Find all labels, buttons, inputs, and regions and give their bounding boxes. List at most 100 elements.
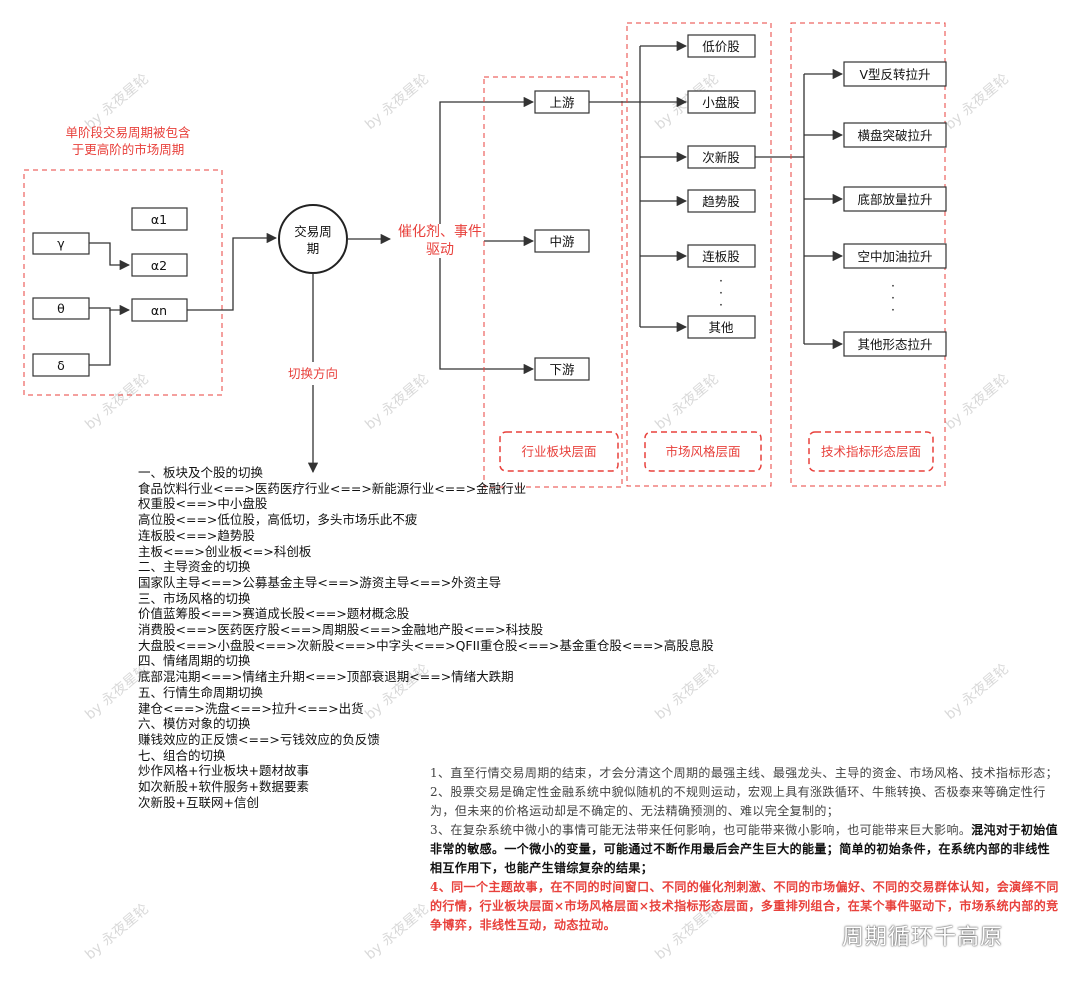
note-1: 1、直至行情交易周期的结束，才会分清这个周期的最强主线、最强龙头、主导的资金、市… bbox=[430, 766, 1059, 780]
switch-list-line: 主板<==>创业板<=>科创板 bbox=[138, 543, 312, 559]
upstream-label: 上游 bbox=[549, 95, 575, 110]
switch-list-line: 二、主导资金的切换 bbox=[138, 559, 251, 575]
notes-block: 1、直至行情交易周期的结束，才会分清这个周期的最强主线、最强龙头、主导的资金、市… bbox=[430, 764, 1060, 935]
switch-list-line: 连板股<==>趋势股 bbox=[138, 527, 255, 543]
style-layer-label: 市场风格层面 bbox=[665, 444, 740, 459]
node-volume: 底部放量拉升 bbox=[843, 186, 947, 212]
v-reversal-label: V型反转拉升 bbox=[859, 67, 930, 82]
node-delta-label: δ bbox=[57, 358, 65, 373]
wechat-icon bbox=[812, 928, 838, 947]
note-4: 4、同一个主题故事，在不同的时间窗口、不同的催化剂刺激、不同的市场偏好、不同的交… bbox=[430, 880, 1059, 932]
node-alpha2-label: α2 bbox=[151, 258, 167, 273]
tech-layer-label: 技术指标形态层面 bbox=[821, 444, 921, 459]
left-group-caption-line2: 于更高阶的市场周期 bbox=[72, 142, 185, 157]
node-theta-label: θ bbox=[57, 301, 65, 316]
switch-list-line: 如次新股+软件服务+数据要素 bbox=[138, 779, 309, 795]
node-subnew: 次新股 bbox=[687, 145, 756, 169]
node-alpha2: α2 bbox=[131, 253, 188, 277]
switch-list-line: 七、组合的切换 bbox=[138, 747, 226, 763]
node-smallcap: 小盘股 bbox=[687, 90, 756, 114]
node-alpha1-label: α1 bbox=[151, 212, 167, 227]
watermark: by 永夜星轮 bbox=[362, 371, 432, 433]
watermark: by 永夜星轮 bbox=[82, 901, 152, 963]
volume-label: 底部放量拉升 bbox=[857, 192, 932, 207]
style-layer-frame bbox=[626, 22, 772, 487]
style-ellipsis: · bbox=[719, 297, 723, 312]
node-alpha1: α1 bbox=[131, 207, 188, 231]
switch-list-line: 权重股<==>中小盘股 bbox=[138, 496, 268, 512]
switch-list-line: 炒作风格+行业板块+题材故事 bbox=[138, 763, 309, 779]
watermark: by 永夜星轮 bbox=[82, 71, 152, 133]
tech-ellipsis: · bbox=[891, 278, 895, 293]
edge-gamma-alpha2 bbox=[89, 242, 131, 271]
catalyst-label-line1: 催化剂、事件 bbox=[398, 224, 482, 240]
breakout-label: 横盘突破拉升 bbox=[857, 128, 932, 143]
subnew-label: 次新股 bbox=[702, 150, 740, 165]
switch-list-line: 六、模仿对象的切换 bbox=[138, 716, 251, 732]
switch-list-line: 三、市场风格的切换 bbox=[138, 590, 251, 606]
switch-list-line: 高位股<==>低位股，高低切，多头市场乐此不疲 bbox=[138, 512, 418, 528]
midair-label: 空中加油拉升 bbox=[857, 249, 932, 264]
node-midair: 空中加油拉升 bbox=[843, 243, 947, 269]
node-gamma: γ bbox=[32, 232, 90, 255]
watermark: by 永夜星轮 bbox=[362, 901, 432, 963]
downstream-label: 下游 bbox=[549, 362, 575, 377]
trade-cycle-label-line1: 交易周 bbox=[294, 224, 332, 239]
smallcap-label: 小盘股 bbox=[702, 95, 740, 110]
edge-delta-alphan bbox=[89, 310, 111, 366]
catalyst-label-line2: 驱动 bbox=[426, 242, 454, 258]
tech-other-label: 其他形态拉升 bbox=[857, 337, 932, 352]
watermark: by 永夜星轮 bbox=[82, 371, 152, 433]
node-downstream: 下游 bbox=[534, 357, 590, 381]
switch-direction-label: 切换方向 bbox=[288, 366, 338, 381]
edge-catalyst-upstream bbox=[439, 96, 535, 224]
node-breakout: 横盘突破拉升 bbox=[843, 122, 947, 148]
watermark: by 永夜星轮 bbox=[652, 371, 722, 433]
switch-list-line: 建仓<==>洗盘<==>拉升<==>出货 bbox=[138, 700, 364, 716]
note-3-plain: 3、在复杂系统中微小的事情可能无法带来任何影响，也可能带来微小影响，也可能带来巨… bbox=[430, 823, 972, 837]
switch-list-line: 一、板块及个股的切换 bbox=[138, 465, 264, 480]
industry-layer-badge bbox=[499, 431, 619, 472]
watermark: by 永夜星轮 bbox=[362, 71, 432, 133]
note-3-bold: 混沌对于初始值非常的敏感。一个微小的变量，可能通过不断作用最后会产生巨大的能量；… bbox=[430, 823, 1059, 875]
node-gamma-label: γ bbox=[57, 236, 65, 251]
left-group-caption-line1: 单阶段交易周期被包含 bbox=[65, 125, 191, 140]
edge-theta-alphan bbox=[89, 304, 131, 316]
watermark: by 永夜星轮 bbox=[942, 371, 1012, 433]
tech-ellipsis: · bbox=[891, 290, 895, 305]
node-lowprice: 低价股 bbox=[687, 34, 756, 58]
switch-list-line: 五、行情生命周期切换 bbox=[138, 684, 264, 700]
switch-list-line: 四、情绪周期的切换 bbox=[138, 653, 251, 669]
switch-list-line: 消费股<==>医药医疗股<==>周期股<==>金融地产股<==>科技股 bbox=[138, 622, 544, 638]
node-tech-other: 其他形态拉升 bbox=[843, 331, 947, 357]
node-midstream: 中游 bbox=[534, 229, 590, 253]
switch-list-line: 次新股+互联网+信创 bbox=[138, 794, 259, 810]
switch-list-line: 食品饮料行业<==>医药医疗行业<==>新能源行业<==>金融行业 bbox=[138, 480, 527, 496]
trade-cycle-label-line2: 期 bbox=[307, 241, 320, 256]
node-alphan: αn bbox=[131, 298, 188, 322]
switch-list-line: 大盘股<==>小盘股<==>次新股<==>中字头<==>QFII重仓股<==>基… bbox=[138, 637, 714, 653]
note-2: 2、股票交易是确定性金融系统中貌似随机的不规则运动，宏观上具有涨跌循环、牛熊转换… bbox=[430, 785, 1046, 818]
trend-label: 趋势股 bbox=[702, 194, 740, 209]
node-alphan-label: αn bbox=[151, 303, 167, 318]
node-limitup: 连板股 bbox=[687, 244, 756, 268]
edge-catalyst-downstream bbox=[439, 258, 535, 375]
tech-ellipsis: · bbox=[891, 302, 895, 317]
industry-layer-frame bbox=[483, 76, 623, 488]
midstream-label: 中游 bbox=[549, 234, 575, 249]
style-ellipsis: · bbox=[719, 285, 723, 300]
edge-alphan-cycle bbox=[187, 232, 278, 311]
switch-list-line: 国家队主导<==>公募基金主导<==>游资主导<==>外资主导 bbox=[138, 574, 502, 590]
node-theta: θ bbox=[32, 297, 90, 320]
brand-text: 周期循环千高原 bbox=[842, 925, 1004, 950]
industry-layer-label: 行业板块层面 bbox=[521, 444, 596, 459]
lowprice-label: 低价股 bbox=[702, 39, 740, 54]
style-layer-badge bbox=[644, 431, 762, 472]
watermark: by 永夜星轮 bbox=[652, 661, 722, 723]
brand-watermark: 周期循环千高原 bbox=[812, 919, 1003, 951]
node-style-other: 其他 bbox=[687, 315, 756, 339]
node-upstream: 上游 bbox=[534, 90, 590, 114]
node-v-reversal: V型反转拉升 bbox=[843, 61, 947, 87]
switch-list: 一、板块及个股的切换 食品饮料行业<==>医药医疗行业<==>新能源行业<==>… bbox=[138, 465, 714, 810]
